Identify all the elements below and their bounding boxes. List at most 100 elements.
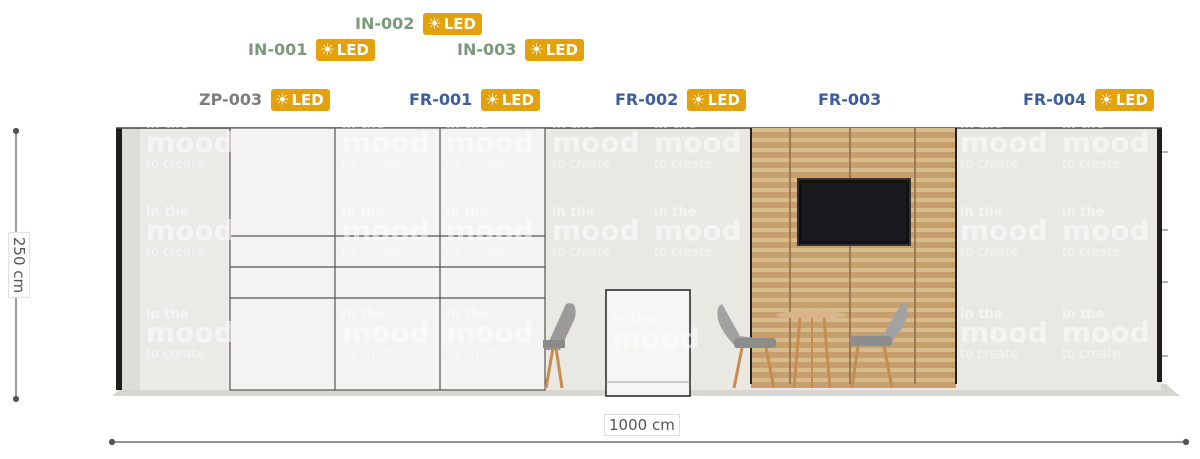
svg-text:mood: mood (342, 316, 430, 349)
svg-text:mood: mood (960, 214, 1048, 247)
svg-text:mood: mood (960, 126, 1048, 159)
svg-text:to create: to create (1062, 157, 1120, 172)
wood-slat (751, 252, 956, 258)
svg-text:in the: in the (146, 117, 189, 132)
led-badge: ☀LED (481, 89, 540, 111)
wood-slat (751, 152, 956, 158)
wood-slat (751, 362, 956, 368)
led-badge: ☀LED (1095, 89, 1154, 111)
sun-icon: ☀ (485, 90, 500, 109)
svg-text:in the: in the (960, 307, 1003, 322)
svg-text:in the: in the (342, 205, 385, 220)
label-fr-001: FR-001 ☀LED (406, 88, 540, 112)
svg-text:in the: in the (1062, 205, 1105, 220)
wood-slat (751, 172, 956, 178)
svg-text:in the: in the (654, 205, 697, 220)
cafe-table (777, 311, 847, 389)
height-dimension-label: 250 cm (8, 231, 31, 299)
wood-slat (751, 272, 956, 278)
svg-text:mood: mood (1062, 214, 1150, 247)
svg-text:to create: to create (146, 245, 204, 260)
label-in-002: IN-002 ☀LED (352, 12, 482, 36)
led-badge: ☀LED (316, 39, 375, 61)
svg-text:mood: mood (1062, 126, 1150, 159)
sun-icon: ☀ (691, 90, 706, 109)
sun-icon: ☀ (427, 14, 442, 33)
label-code: ZP-003 (196, 89, 266, 111)
wood-slat (751, 332, 956, 338)
label-in-003: IN-003 ☀LED (454, 38, 584, 62)
svg-text:to create: to create (446, 245, 504, 260)
slat-wall (750, 128, 957, 388)
svg-text:to create: to create (552, 157, 610, 172)
svg-text:mood: mood (146, 316, 234, 349)
svg-text:to create: to create (446, 347, 504, 362)
svg-text:to create: to create (446, 157, 504, 172)
led-badge: ☀LED (271, 89, 330, 111)
svg-text:mood: mood (342, 126, 430, 159)
left-post (116, 128, 122, 390)
reception-counter (605, 289, 691, 397)
svg-text:to create: to create (552, 245, 610, 260)
svg-text:mood: mood (612, 322, 700, 355)
svg-text:in the: in the (552, 117, 595, 132)
svg-text:mood: mood (446, 126, 534, 159)
svg-text:in the: in the (612, 313, 655, 328)
label-code: FR-003 (815, 89, 885, 111)
sun-icon: ☀ (275, 90, 290, 109)
cabinet-block (229, 127, 546, 391)
width-dimension-label: 1000 cm (604, 414, 680, 436)
svg-text:in the: in the (446, 205, 489, 220)
svg-text:in the: in the (146, 205, 189, 220)
chair-right (850, 302, 908, 389)
svg-text:mood: mood (960, 316, 1048, 349)
svg-text:to create: to create (342, 157, 400, 172)
svg-text:mood: mood (654, 126, 742, 159)
wood-slat (751, 292, 956, 298)
label-code: FR-001 (406, 89, 476, 111)
label-fr-003: FR-003 (815, 88, 885, 112)
sun-icon: ☀ (529, 40, 544, 59)
sun-icon: ☀ (320, 40, 335, 59)
svg-text:mood: mood (146, 126, 234, 159)
svg-text:mood: mood (552, 214, 640, 247)
chair-center (717, 304, 776, 389)
svg-text:to create: to create (342, 245, 400, 260)
led-badge: ☀LED (687, 89, 746, 111)
svg-text:to create: to create (342, 347, 400, 362)
svg-text:in the: in the (146, 307, 189, 322)
svg-text:mood: mood (446, 214, 534, 247)
wood-slat (751, 302, 956, 308)
label-code: IN-002 (352, 13, 418, 35)
svg-text:to create: to create (612, 353, 670, 368)
svg-text:in the: in the (654, 117, 697, 132)
svg-text:to create: to create (654, 245, 712, 260)
label-fr-004: FR-004 ☀LED (1020, 88, 1154, 112)
svg-text:to create: to create (146, 157, 204, 172)
led-badge: ☀LED (423, 13, 482, 35)
right-post (1157, 128, 1162, 382)
label-code: IN-001 (245, 39, 311, 61)
wood-slat (751, 282, 956, 288)
svg-text:in the: in the (342, 117, 385, 132)
svg-text:in the: in the (960, 117, 1003, 132)
wood-slat (751, 312, 956, 318)
wood-slat (751, 162, 956, 168)
svg-text:in the: in the (1062, 117, 1105, 132)
wood-slat (751, 262, 956, 268)
svg-text:to create: to create (960, 245, 1018, 260)
label-code: FR-004 (1020, 89, 1090, 111)
